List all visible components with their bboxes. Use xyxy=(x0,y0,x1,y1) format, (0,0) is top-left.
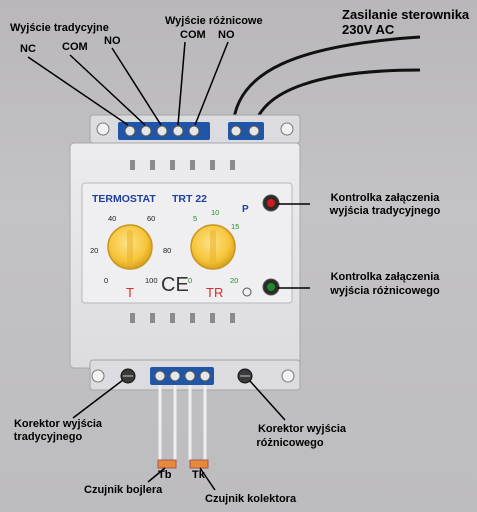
sensor-tb-icon xyxy=(157,459,177,469)
vent-slots-bottom xyxy=(130,313,235,323)
power-cable-1 xyxy=(231,35,421,129)
led-traditional-label-2: wyjścia tradycyjnego xyxy=(329,205,441,217)
knob-tr-letter: TR xyxy=(206,285,223,300)
traditional-output-label: Wyjście tradycyjne xyxy=(10,22,109,34)
bottom-terminal-block xyxy=(150,367,214,385)
knob-t-letter: T xyxy=(126,285,134,300)
power-voltage-label: 230V AC xyxy=(342,22,395,37)
differential-output-label: Wyjście różnicowe xyxy=(165,15,263,27)
vent-slots-top xyxy=(130,160,235,170)
corner-screw-icon xyxy=(91,369,105,383)
knob-t-tick: 20 xyxy=(90,246,98,255)
corner-screw-icon xyxy=(96,122,110,136)
power-supply-label: Zasilanie sterownika xyxy=(342,7,470,22)
diff-no-label: NO xyxy=(218,29,235,41)
com-label: COM xyxy=(62,41,88,53)
power-mark-text: P xyxy=(242,204,249,215)
brand-text: TERMOSTAT xyxy=(92,193,156,205)
corrector-differential-label-1: Korektor wyjścia xyxy=(257,423,347,435)
q-mark-icon xyxy=(242,287,252,297)
corrector-differential-label-2: różnicowego xyxy=(256,437,324,449)
knob-t-tick: 80 xyxy=(163,246,171,255)
led-differential-label-1: Kontrolka załączenia xyxy=(330,271,440,283)
knob-t-tick: 60 xyxy=(147,214,155,223)
led-traditional-label-1: Kontrolka załączenia xyxy=(330,192,440,204)
pointer-lines xyxy=(27,41,310,491)
diff-com-label: COM xyxy=(180,29,206,41)
knob-tr-tick: 15 xyxy=(231,222,239,231)
sensor-tb-label: Tb xyxy=(158,469,172,481)
knob-tr-tick: 0 xyxy=(188,276,192,285)
model-text: TRT 22 xyxy=(172,193,207,205)
corrector-traditional-label-2: tradycyjnego xyxy=(13,431,83,443)
knob-tr-tick: 5 xyxy=(193,214,197,223)
nc-label: NC xyxy=(20,43,36,55)
corrector-traditional-label-1: Korektor wyjścia xyxy=(13,418,103,430)
sensor-tk-label: Tk xyxy=(192,469,205,481)
corner-screw-icon xyxy=(281,369,295,383)
front-panel xyxy=(81,182,293,304)
sensor-wires xyxy=(158,385,207,460)
top-terminal-screws xyxy=(124,125,200,137)
ce-mark-text: CE xyxy=(161,274,189,296)
led-differential-label-2: wyjścia różnicowego xyxy=(330,285,440,297)
knob-t-tick: 100 xyxy=(145,276,158,285)
knob-tr-tick: 10 xyxy=(211,208,219,217)
knob-tr-tick: 20 xyxy=(230,276,238,285)
sensor-tk-icon xyxy=(189,459,209,469)
corner-screw-icon xyxy=(280,122,294,136)
no-label: NO xyxy=(104,35,121,47)
collector-sensor-label: Czujnik kolektora xyxy=(205,493,297,505)
knob-t-tick: 40 xyxy=(108,214,116,223)
knob-t-tick: 0 xyxy=(104,276,108,285)
boiler-sensor-label: Czujnik bojlera xyxy=(84,484,163,496)
